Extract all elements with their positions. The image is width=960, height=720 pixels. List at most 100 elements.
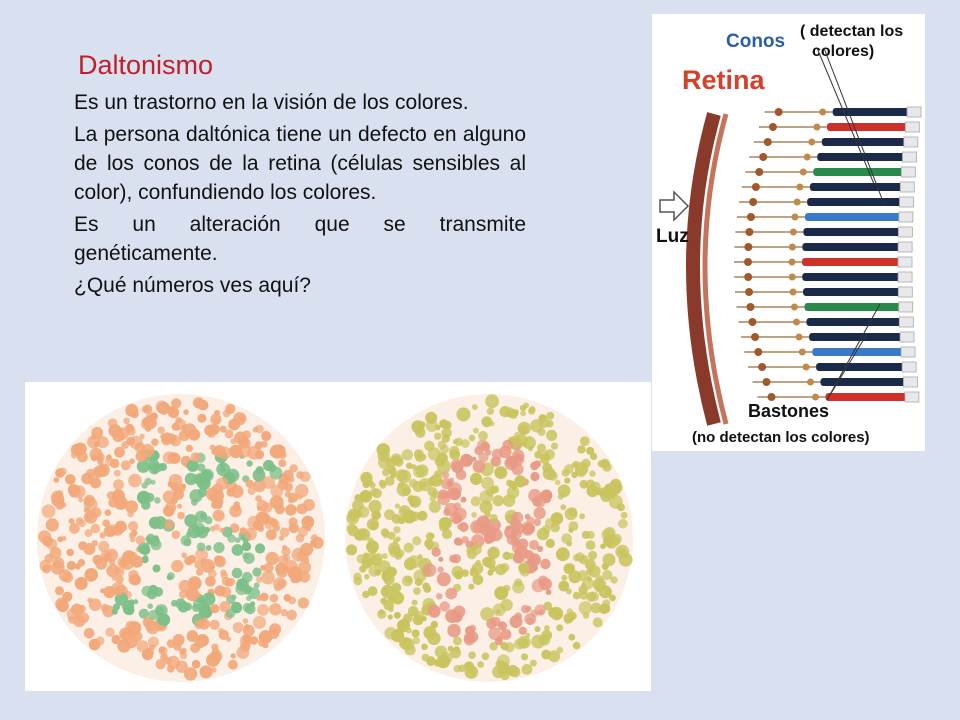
plate-dot — [56, 500, 65, 509]
plate-dot — [393, 526, 401, 534]
plate-dot — [531, 634, 546, 649]
plate-dot — [368, 566, 380, 577]
plate-dot — [556, 646, 564, 654]
plate-dot — [447, 623, 461, 638]
rod-cell — [803, 228, 903, 236]
pigment-epithelium — [899, 196, 914, 208]
plate-dot — [412, 636, 421, 645]
plate-dot — [578, 601, 593, 615]
plate-dot — [468, 583, 475, 590]
plate-dot — [579, 513, 586, 520]
plate-dot — [262, 642, 269, 649]
plate-dot — [178, 579, 191, 593]
ganglion-cell — [746, 213, 755, 221]
plate-dot — [441, 427, 452, 439]
plate-dot — [455, 515, 463, 523]
plate-dot — [510, 519, 519, 528]
plate-dot — [441, 528, 453, 540]
plate-dot — [186, 630, 199, 642]
ganglion-cell — [767, 393, 776, 401]
plate-dot — [452, 636, 462, 646]
plate-dot — [544, 625, 550, 631]
plate-dot — [486, 407, 495, 415]
plate-dot — [269, 495, 284, 510]
pigment-epithelium — [900, 346, 916, 358]
plate-dot — [438, 556, 444, 562]
plate-dot — [212, 509, 225, 522]
plate-dot — [412, 536, 422, 546]
plate-dot — [199, 512, 208, 520]
plate-dot — [255, 495, 262, 502]
bipolar-cell — [819, 108, 827, 116]
plate-dot — [205, 545, 212, 551]
ganglion-cell — [748, 318, 757, 326]
plate-dot — [494, 466, 508, 480]
plate-dot — [100, 550, 111, 561]
plate-dot — [479, 500, 493, 514]
plate-dot — [253, 582, 260, 589]
retina-wall — [702, 113, 729, 425]
plate-dot — [353, 576, 363, 586]
plate-dot — [413, 465, 426, 478]
plate-dot — [428, 532, 435, 539]
plate-dot — [480, 607, 494, 621]
pigment-epithelium — [897, 256, 913, 268]
plate-dot — [533, 507, 546, 520]
plate-dot — [396, 619, 411, 633]
plate-dot — [413, 587, 421, 595]
plate-dot — [586, 530, 595, 539]
plate-dot — [298, 560, 311, 574]
bipolar-cell — [788, 258, 796, 266]
plate-dot — [133, 599, 139, 605]
plate-dot — [514, 578, 523, 587]
bipolar-cell — [799, 168, 807, 176]
plate-dot — [545, 589, 552, 595]
plate-dot — [586, 446, 595, 455]
plate-dot — [83, 507, 90, 514]
plate-dot — [588, 565, 601, 578]
plate-dot — [179, 648, 186, 655]
rod-cell — [809, 333, 905, 341]
plates-illustration — [37, 394, 633, 682]
plate-dot — [125, 500, 139, 514]
plate-dot — [66, 548, 74, 557]
plate-dot — [511, 542, 524, 554]
plate-dot — [346, 511, 360, 525]
plate-dot — [244, 603, 256, 615]
plate-dot — [142, 554, 149, 561]
plate-dot — [506, 486, 520, 499]
plate-dot — [278, 459, 287, 468]
plate-dot — [463, 632, 476, 644]
plate-dot — [172, 634, 185, 646]
plate-dot — [550, 512, 564, 525]
bipolar-cell — [790, 303, 798, 311]
rod-cell — [807, 198, 904, 206]
plate-dot — [242, 624, 255, 637]
plate-dot — [585, 540, 596, 550]
plate-dot — [560, 504, 567, 511]
plate-dot — [421, 616, 427, 622]
plate-dot — [598, 603, 609, 614]
pigment-epithelium — [906, 106, 922, 118]
plate-dot — [380, 587, 389, 596]
plate-dot — [283, 482, 293, 492]
bipolar-cell — [788, 243, 796, 251]
plate-dot — [412, 614, 424, 626]
plate-dot — [579, 436, 590, 446]
plate-dot — [228, 418, 241, 431]
plate-dot — [241, 571, 253, 583]
plate-dot — [88, 598, 102, 611]
paragraph-definition: Es un trastorno en la visión de los colo… — [74, 91, 469, 114]
plate-dot — [288, 522, 299, 534]
plate-dot — [437, 492, 451, 506]
plate-dot — [236, 646, 250, 659]
plate-dot — [397, 469, 412, 484]
plate-dot — [224, 429, 234, 439]
pigment-epithelium — [901, 361, 917, 373]
plate-dot — [119, 558, 128, 568]
plate-dot — [91, 540, 98, 547]
pigment-epithelium — [904, 121, 920, 133]
plate-dot — [438, 517, 451, 530]
plate-dot — [514, 432, 520, 438]
plate-dot — [141, 500, 151, 510]
